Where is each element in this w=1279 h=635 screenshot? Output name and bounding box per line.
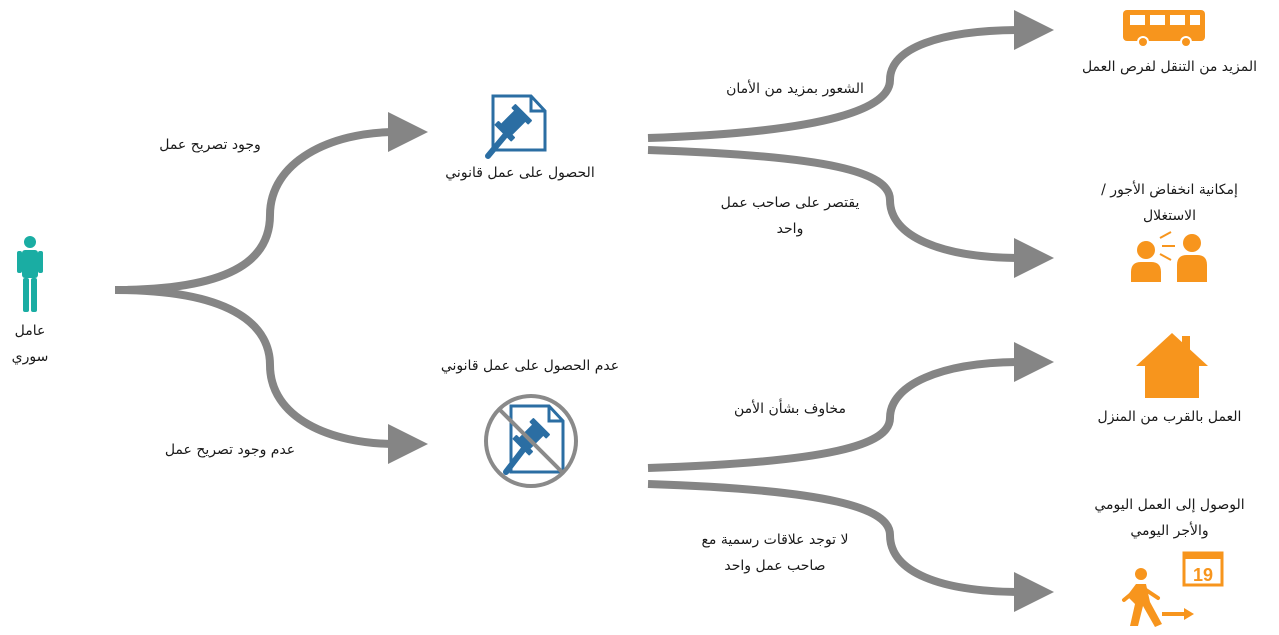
- outcome-label-daily-line2: والأجر اليومي: [1130, 523, 1209, 539]
- outcome-label-daily-work: الوصول إلى العمل اليومي والأجر اليومي: [1060, 492, 1279, 544]
- bus-icon: [1123, 10, 1205, 48]
- outcome-label-exploitation-line1: إمكانية انخفاض الأجور /: [1101, 182, 1238, 198]
- outcome-label-near-home: العمل بالقرب من المنزل: [1097, 409, 1242, 425]
- person-icon: [17, 236, 43, 312]
- worker-label-line1: عامل: [14, 323, 46, 339]
- edge-label-one-employer-line1: يقتصر على صاحب عمل: [720, 195, 860, 211]
- worker-label: عامل سوري: [0, 318, 60, 370]
- edge-label-security-fears: مخاوف بشأن الأمن: [734, 401, 846, 417]
- arrow-worker-to-legal: [114, 112, 428, 294]
- edge-label-permit: وجود تصريح عمل: [159, 137, 261, 153]
- edge-label-one-employer: يقتصر على صاحب عمل واحد: [690, 190, 890, 242]
- house-icon: [1136, 333, 1208, 398]
- walking-person-calendar-icon: 19: [1122, 551, 1224, 627]
- edge-label-no-formal-line1: لا توجد علاقات رسمية مع: [701, 532, 849, 548]
- edge-label-no-formal-line2: صاحب عمل واحد: [724, 558, 826, 574]
- prohibited-legal-document-icon: [484, 394, 578, 488]
- arrow-illegal-to-daily: [647, 480, 1054, 612]
- outcome-label-mobility: المزيد من التنقل لفرص العمل: [1081, 59, 1258, 75]
- calendar-day-number: 19: [1193, 565, 1213, 585]
- edge-label-one-employer-line2: واحد: [776, 221, 804, 237]
- node-label-no-legal-work: عدم الحصول على عمل قانوني: [440, 358, 620, 374]
- worker-label-line2: سوري: [11, 349, 49, 365]
- arrow-worker-to-illegal: [114, 286, 428, 464]
- edge-label-safety: الشعور بمزيد من الأمان: [726, 81, 864, 97]
- arrow-illegal-to-home: [647, 342, 1054, 472]
- people-shouting-icon: [1131, 231, 1207, 282]
- outcome-label-daily-line1: الوصول إلى العمل اليومي: [1094, 497, 1245, 513]
- legal-document-gavel-icon: [485, 94, 547, 159]
- node-label-legal-work: الحصول على عمل قانوني: [445, 165, 595, 181]
- arrow-legal-to-exploitation: [647, 146, 1054, 278]
- edge-label-no-formal-relations: لا توجد علاقات رسمية مع صاحب عمل واحد: [660, 527, 890, 579]
- outcome-label-exploitation-line2: الاستغلال: [1142, 208, 1197, 224]
- arrow-legal-to-mobility: [647, 10, 1054, 142]
- outcome-label-exploitation: إمكانية انخفاض الأجور / الاستغلال: [1060, 177, 1279, 229]
- edge-label-no-permit: عدم وجود تصريح عمل: [164, 442, 296, 458]
